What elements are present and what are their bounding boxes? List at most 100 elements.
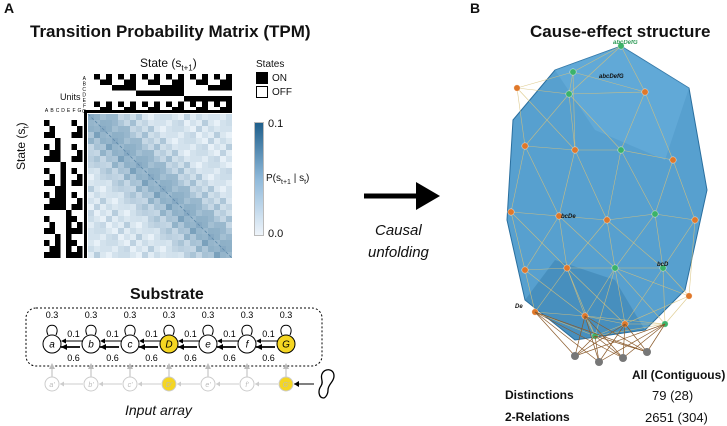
tpm-cell [130,186,136,192]
state-cell [220,101,226,107]
tpm-cell [190,210,196,216]
state-cell [190,101,196,107]
tpm-cell [172,132,178,138]
state-cell [214,107,220,113]
state-cell [124,96,130,102]
tpm-cell [190,252,196,258]
tpm-cell [208,216,214,222]
state-cell [77,186,83,192]
state-cell [60,228,66,234]
tpm-cell [196,234,202,240]
state-cell [88,107,94,113]
left-arrowhead [178,338,183,344]
state-cell [44,168,50,174]
state-cell [77,120,83,126]
state-cell [226,90,232,96]
state-cell [44,192,50,198]
state-cell [202,90,208,96]
substrate-node [276,334,296,354]
tpm-cell [94,240,100,246]
state-cell [88,79,94,85]
state-cell [66,138,72,144]
relation-edge [568,93,622,151]
ces-title: Cause-effect structure [530,22,711,41]
mechanism-link [598,323,626,363]
mechanism-link [622,323,626,359]
tpm-cell [178,120,184,126]
tpm-cell [106,162,112,168]
input-link-head [138,381,142,387]
tpm-cell [130,174,136,180]
ces-node-label: abcDefG [599,74,624,80]
tpm-cell [190,168,196,174]
state-cell [88,90,94,96]
state-cell [196,96,202,102]
tpm-cell [214,126,220,132]
state-cell [208,107,214,113]
relation-edge [644,91,674,161]
tpm-cell [100,246,106,252]
relation-edge [524,267,568,271]
tpm-cell [172,240,178,246]
state-cell [77,222,83,228]
state-cell [208,96,214,102]
relation-edge [614,267,690,297]
tpm-cell [112,138,118,144]
tpm-cell [142,120,148,126]
tpm-cell [130,150,136,156]
state-cell [66,120,72,126]
tpm-cell [196,132,202,138]
state-next-label: State (st+1) [140,56,197,73]
tpm-cell [202,126,208,132]
tpm-cell [148,144,154,150]
state-cell [49,114,55,120]
tpm-cell [148,114,154,120]
state-cell [66,180,72,186]
mechanism-link [622,323,666,359]
tpm-cell [136,132,142,138]
tpm-cell [88,204,94,210]
tpm-cell [178,240,184,246]
tpm-cell [208,138,214,144]
tpm-cell [190,234,196,240]
tpm-cell [214,156,220,162]
self-loop [85,324,97,336]
relation-edge [654,159,674,215]
relation-edge [584,315,626,325]
tpm-cell [148,156,154,162]
state-cell [100,90,106,96]
tpm-cell [106,138,112,144]
input-node [200,376,216,392]
tpm-cell [154,216,160,222]
relation-edge [662,219,696,269]
tpm-cell [88,240,94,246]
unit-letter-left: D [61,108,65,114]
tpm-cell [118,222,124,228]
tpm-cell [184,240,190,246]
tpm-cell [142,228,148,234]
state-cell [49,144,55,150]
tpm-cell [136,228,142,234]
left-arrowhead [217,338,222,344]
tpm-cell [226,186,232,192]
state-cell [60,132,66,138]
distinction-node [651,210,659,218]
state-cell [166,101,172,107]
unit-letter-top: E [83,98,87,104]
tpm-cell [220,132,226,138]
state-cell [44,234,50,240]
state-cell [44,210,50,216]
tpm-cell [94,150,100,156]
state-cell [148,101,154,107]
tpm-cell [124,198,130,204]
tpm-cell [208,156,214,162]
tpm-cell [130,240,136,246]
state-cell [49,210,55,216]
node-label: b [88,340,94,351]
state-cell [172,96,178,102]
state-cell [214,101,220,107]
legend-title: States [256,59,285,70]
tpm-cell [94,186,100,192]
tpm-cell [166,162,172,168]
self-weight: 0.3 [124,310,137,320]
